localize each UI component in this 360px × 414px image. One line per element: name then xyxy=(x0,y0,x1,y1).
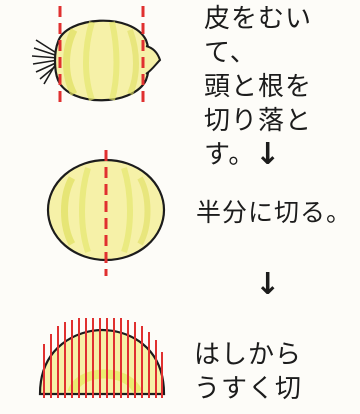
halved-onion-drawing xyxy=(46,150,166,276)
sliced-half-onion-drawing xyxy=(38,318,166,398)
down-arrow-icon: ↓ xyxy=(255,137,281,172)
down-arrow-icon: ↓ xyxy=(255,267,281,302)
whole-onion-drawing xyxy=(31,6,162,108)
step1-instruction: 皮をむいて、 頭と根を 切り落とす。 xyxy=(204,4,313,170)
step3-instruction: はしから うすく切 xyxy=(194,340,303,404)
slice-lines xyxy=(43,318,163,398)
step2-instruction: 半分に切る。 xyxy=(196,198,353,227)
